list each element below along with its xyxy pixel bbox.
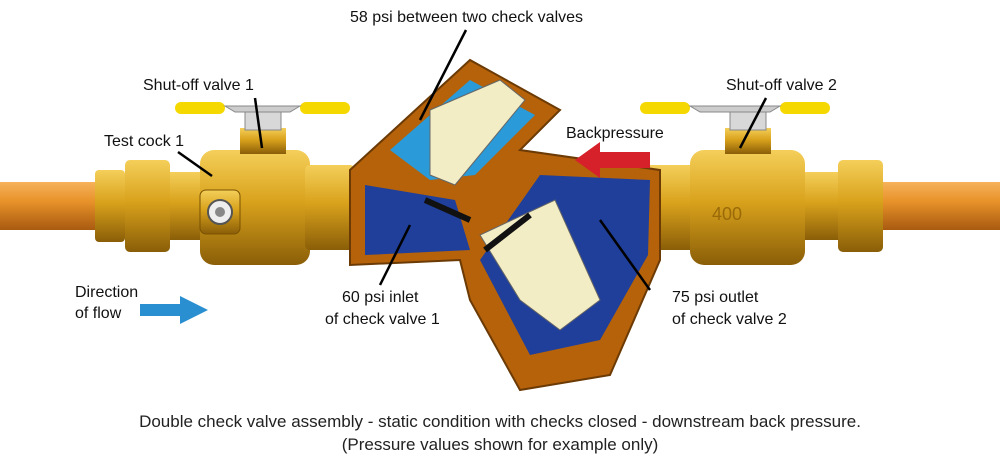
backpressure-arrow xyxy=(575,142,650,178)
inlet-chamber xyxy=(365,185,470,255)
valve-2-handle xyxy=(640,102,690,114)
label-direction: Direction xyxy=(75,284,138,301)
label-inlet-check: of check valve 1 xyxy=(325,311,440,328)
label-inlet-psi: 60 psi inlet xyxy=(342,289,419,306)
label-outlet-check: of check valve 2 xyxy=(672,311,787,328)
shutoff-valve-1 xyxy=(95,102,355,265)
leader-lines xyxy=(177,29,768,291)
valve-number: 400 xyxy=(712,204,742,224)
check-valve-body xyxy=(349,58,661,392)
caption-line-1: Double check valve assembly - static con… xyxy=(139,412,861,431)
label-shutoff-valve-1: Shut-off valve 1 xyxy=(143,77,254,94)
outlet-pipe xyxy=(880,182,1000,230)
label-shutoff-valve-2: Shut-off valve 2 xyxy=(726,77,837,94)
label-between-checks: 58 psi between two check valves xyxy=(350,9,583,26)
caption-line-2: (Pressure values shown for example only) xyxy=(342,435,659,454)
test-cock-1 xyxy=(199,189,241,235)
label-test-cock-1: Test cock 1 xyxy=(104,133,184,150)
flow-direction-arrow xyxy=(140,296,208,324)
label-backpressure: Backpressure xyxy=(566,125,664,142)
valve-1-handle xyxy=(175,102,225,114)
check-1-poppet xyxy=(429,79,526,186)
label-outlet-psi: 75 psi outlet xyxy=(672,289,759,306)
shutoff-valve-2: 400 xyxy=(640,102,883,265)
label-of-flow: of flow xyxy=(75,305,122,322)
inlet-pipe xyxy=(0,182,110,230)
